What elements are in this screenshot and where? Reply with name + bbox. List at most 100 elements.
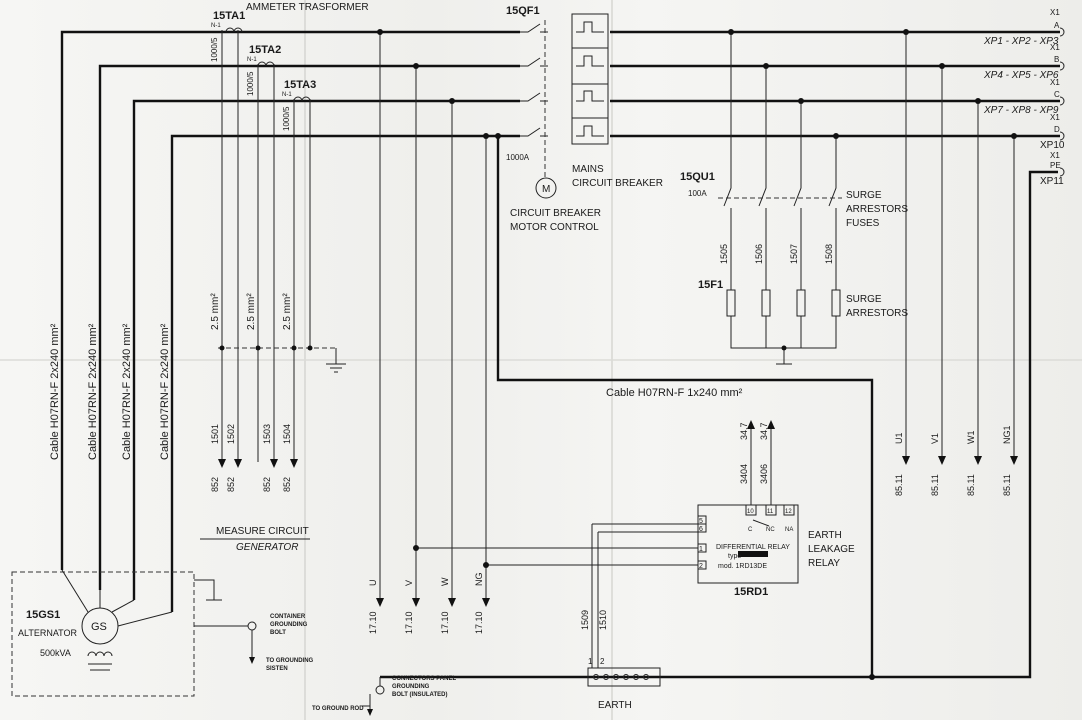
bus-phase-c-left	[132, 99, 520, 600]
phase-d-label: D	[1054, 125, 1060, 134]
x1-label: X1	[1050, 113, 1060, 122]
wire-label: 1509	[580, 610, 590, 630]
contact-nc: NC	[766, 527, 775, 533]
cable-label: Cable H07RN-F 2x240 mm²	[87, 323, 99, 460]
phase-tag: V1	[930, 433, 940, 444]
container-label-2: GROUNDING	[270, 622, 308, 628]
n1-label: N-1	[211, 23, 221, 29]
qu1-label: 15QU1	[680, 171, 715, 183]
cable-neutral-h	[496, 136, 874, 677]
contact-na: NA	[785, 527, 793, 533]
x1-label: X1	[1050, 151, 1060, 160]
dest-label: 17.10	[368, 611, 378, 634]
x1-label: X1	[1050, 43, 1060, 52]
bus-phase-a-left	[60, 30, 520, 570]
ammeter-label: AMMETER TRASFORMER	[246, 2, 369, 13]
relay-type-label-2: type	[728, 553, 741, 560]
dest-label: 85.11	[1002, 474, 1012, 496]
relay-terminal: 12	[785, 509, 792, 515]
tap-lines	[376, 29, 698, 607]
ta2-label: 15TA2	[249, 44, 281, 56]
relay-terminal: 11	[767, 509, 774, 515]
relay-terminal: 1	[699, 546, 703, 553]
dest-label: 85.11	[930, 474, 940, 496]
cbm-label-2: MOTOR CONTROL	[510, 222, 599, 233]
x1-label: X1	[1050, 78, 1060, 87]
cbm-label: CIRCUIT BREAKER	[510, 208, 601, 219]
earth-bar-label: EARTH	[598, 700, 632, 711]
dest-label: 17.10	[474, 611, 484, 634]
small-cable-label: 2.5 mm²	[246, 293, 257, 330]
ta1-label: 15TA1	[213, 10, 245, 22]
bus-phase-d-left	[170, 134, 520, 612]
surge-arrestors	[718, 29, 842, 365]
sar-label: SURGE	[846, 294, 882, 305]
earth-leakage-relay	[697, 420, 799, 584]
relay-terminal: 5	[699, 518, 703, 525]
mains-label-2: CIRCUIT BREAKER	[572, 178, 663, 189]
dest-label: 34.7	[759, 422, 769, 440]
phase-a-label: A	[1054, 21, 1060, 30]
phase-tag: U	[368, 580, 378, 587]
phase-b-label: B	[1054, 55, 1059, 64]
n1-label: N-1	[247, 57, 257, 63]
container-label-3: BOLT	[270, 630, 286, 636]
phase-tag: NG	[474, 573, 484, 587]
ratio-label: 1000/5	[246, 71, 255, 96]
gs1-label: 15GS1	[26, 609, 60, 621]
container-label: CONTAINER	[270, 614, 306, 620]
f1-label: 15F1	[698, 279, 723, 291]
dest-label: 17.10	[404, 611, 414, 634]
to-grounding-label: TO GROUNDING	[266, 658, 314, 664]
current-transformers	[218, 27, 346, 462]
wire-label: 1503	[262, 424, 272, 444]
wire-label: 1507	[789, 244, 799, 264]
wire-label: 3406	[759, 464, 769, 484]
to-grounding-label-2: SISTEN	[266, 666, 288, 672]
wire-label: 1510	[598, 610, 608, 630]
x1-label: X1	[1050, 8, 1060, 17]
right-taps	[902, 29, 1018, 465]
sa-label: SURGE	[846, 190, 882, 201]
cable-label: Cable H07RN-F 2x240 mm²	[159, 323, 171, 460]
relay-type-label-3: mod. 1RD13DE	[718, 563, 767, 570]
phase-c-label: C	[1054, 90, 1060, 99]
el-label-2: LEAKAGE	[808, 544, 855, 555]
connectors-grounding	[362, 677, 385, 716]
dest-label: 852	[210, 477, 220, 492]
sa-label-2: ARRESTORS	[846, 204, 908, 215]
n1-label: N-1	[282, 92, 292, 98]
main-breaker-15qf1	[520, 13, 609, 199]
phase-tag: NG1	[1002, 425, 1012, 444]
phase-tag: W1	[966, 431, 976, 445]
xp456-label: XP4 - XP5 - XP6	[983, 70, 1059, 81]
dest-label: 17.10	[440, 611, 450, 634]
qf1-label: 15QF1	[506, 5, 540, 17]
ratio-label: 1000/5	[282, 106, 291, 131]
cp-label-3: BOLT (INSULATED)	[392, 692, 447, 698]
motor-m-label: M	[542, 184, 550, 195]
measure-label-2: GENERATOR	[236, 542, 298, 553]
bus-pe	[380, 170, 1058, 679]
amp100-label: 100A	[688, 189, 707, 198]
wire-label: 1502	[226, 424, 236, 444]
cp-label: CONNECTORS PANEL	[392, 676, 456, 682]
phase-tag: U1	[894, 432, 904, 444]
dest-label: 85.11	[966, 474, 976, 496]
wire-label: 1501	[210, 424, 220, 444]
dest-label: 852	[282, 477, 292, 492]
dest-label: 85.11	[894, 474, 904, 496]
to-ground-rod-label: TO GROUND ROD	[312, 706, 364, 712]
measure-label: MEASURE CIRCUIT	[216, 526, 309, 537]
ratio-label: 1000/5	[210, 37, 219, 62]
earth-bar	[587, 523, 875, 687]
relay-terminal: 6	[699, 526, 703, 533]
wire-label: 1505	[719, 244, 729, 264]
small-cable-label: 2.5 mm²	[210, 293, 221, 330]
relay-terminal: 2	[699, 563, 703, 570]
amp1000-label: 1000A	[506, 153, 530, 162]
xp11-label: XP11	[1040, 176, 1064, 187]
sa-label-3: FUSES	[846, 218, 880, 229]
